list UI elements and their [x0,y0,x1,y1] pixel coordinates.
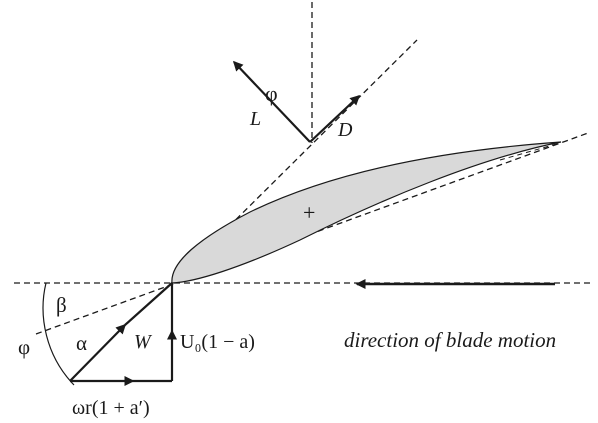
airfoil [171,141,562,284]
phi-top-label: φ [265,81,278,106]
airfoil-trailing-dash [499,142,561,161]
phi-left-label: φ [18,335,30,359]
relative-velocity-line [124,282,173,326]
blade-motion-label: direction of blade motion [344,328,556,352]
lift-label: L [249,108,261,130]
centre-mark: + [303,200,315,225]
relative-velocity-label: W [134,331,153,353]
lift-arrow [232,60,311,143]
beta-label: β [56,293,67,317]
drag-label: D [337,119,353,141]
rotational-velocity-label: ωr(1 + a′) [72,397,150,419]
phi-angle-arc [42,282,75,386]
relative-flow-line [171,39,418,284]
relative-velocity-arrow [69,323,127,382]
drag-arrow [309,94,361,143]
alpha-label: α [76,331,87,355]
axial-velocity-label: U₀(1 − a) [180,331,255,353]
